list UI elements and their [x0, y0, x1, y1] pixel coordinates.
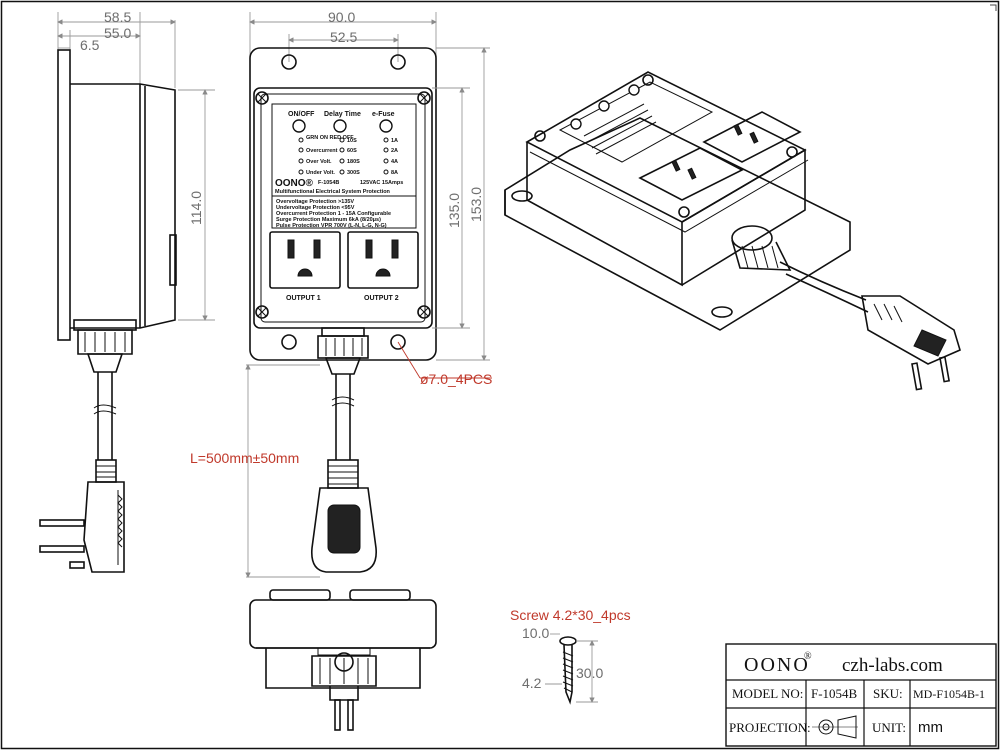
panel-spec-2: Undervoltage Protection <95V: [276, 205, 355, 211]
model-label: MODEL NO:: [732, 686, 803, 701]
panel-rating: 125VAC 15Amps: [360, 180, 403, 186]
sku-label: SKU:: [873, 686, 903, 701]
dim-cable-length: L=500mm±50mm: [190, 450, 299, 466]
panel-efuse-label: e-Fuse: [372, 111, 395, 118]
isometric-view: [504, 71, 961, 391]
projection-label: PROJECTION:: [729, 720, 811, 735]
projection-symbol-icon: [812, 715, 858, 739]
screw-diameter-dim: 4.2: [522, 675, 542, 691]
fuse-value-4: 8A: [391, 170, 398, 176]
dim-front-height-total: 153.0: [468, 187, 484, 222]
on-off-button[interactable]: [292, 119, 306, 133]
panel-subtitle: Multifunctional Electrical System Protec…: [275, 189, 391, 195]
dim-side-depth-body: 55.0: [104, 25, 131, 41]
screw-length-dim: 30.0: [576, 665, 603, 681]
unit-value: mm: [918, 719, 943, 736]
dim-side-flange: 6.5: [80, 37, 100, 53]
panel-spec-1: Overvoltage Protection >135V: [276, 199, 354, 205]
outlet-1: [269, 231, 341, 289]
delay-value-2: 60S: [347, 148, 357, 154]
panel-spec-4: Surge Protection Maximum 6kA (8/20μs): [276, 217, 381, 223]
fuse-value-1: 1A: [391, 138, 398, 144]
model-value: F-1054B: [811, 686, 858, 701]
panel-brand: OONO®: [275, 178, 314, 189]
dim-front-width: 90.0: [328, 9, 355, 25]
output-2-label: OUTPUT 2: [364, 295, 399, 302]
screw-drawing: Screw 4.2*30_4pcs 10.0 4.2 30.0: [510, 607, 631, 705]
title-block: OONO ® czh-labs.com MODEL NO: F-1054B SK…: [725, 643, 997, 747]
dim-front-height-inner: 135.0: [446, 193, 462, 228]
dim-side-depth-total: 58.5: [104, 9, 131, 25]
dim-front-hole-spacing: 52.5: [330, 29, 357, 45]
sku-value: MD-F1054B-1: [913, 687, 985, 701]
title-brand: OONO: [744, 654, 810, 676]
led-label-2: Overcurrent: [306, 148, 338, 154]
title-website: czh-labs.com: [842, 655, 943, 676]
panel-spec-3: Overcurrent Protection 1 - 15A Configura…: [276, 211, 391, 217]
dim-side-height: 114.0: [188, 191, 204, 225]
output-1-label: OUTPUT 1: [286, 295, 321, 302]
delay-value-3: 180S: [347, 159, 360, 165]
outlet-2: [347, 231, 419, 289]
led-column-left: [298, 137, 304, 175]
title-brand-mark: ®: [804, 651, 812, 662]
screw-head-dim: 10.0: [522, 625, 549, 641]
led-column-fuse: [383, 137, 389, 175]
delay-time-button[interactable]: [333, 119, 347, 133]
delay-value-1: 10S: [347, 138, 357, 144]
panel-on-off-label: ON/OFF: [288, 111, 315, 118]
screw-label: Screw 4.2*30_4pcs: [510, 607, 631, 623]
fuse-value-2: 2A: [391, 148, 398, 154]
front-view: 90.0 52.5 ON/OFF Delay Time e-Fuse: [190, 9, 492, 578]
efuse-button[interactable]: [379, 119, 393, 133]
side-view: 58.5 55.0 6.5 114.0: [39, 9, 215, 573]
unit-label: UNIT:: [872, 720, 906, 735]
led-label-3: Over Volt.: [306, 159, 332, 165]
screw-heads: [255, 91, 431, 319]
fuse-value-3: 4A: [391, 159, 398, 165]
bottom-view: [249, 589, 437, 731]
hole-callout: ø7.0_4PCS: [420, 371, 492, 387]
panel-delay-label: Delay Time: [324, 111, 361, 118]
panel-model: F-1054B: [318, 180, 339, 186]
led-label-4: Under Volt.: [306, 170, 335, 176]
delay-value-4: 300S: [347, 170, 360, 176]
panel-spec-5: Pulse Protection VPR 700V (L-N, L-G, N-G…: [276, 223, 387, 229]
led-label-1: GRN ON RED OFF: [306, 135, 354, 141]
led-column-delay: [339, 137, 345, 175]
